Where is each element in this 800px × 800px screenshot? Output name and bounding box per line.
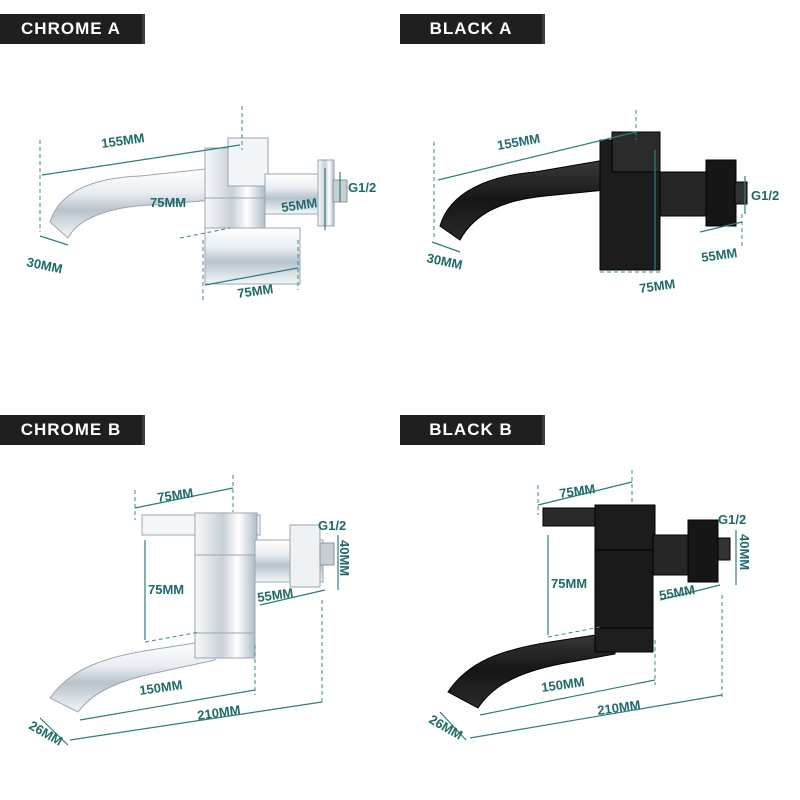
faucet-black-b bbox=[447, 504, 731, 709]
dim-tip-chrome-a: 30MM bbox=[25, 254, 63, 276]
dimensions-chrome-a: 155MM 75MM 75MM 55MM G1/2 30MM bbox=[25, 106, 376, 301]
dim-thread-chrome-a: G1/2 bbox=[348, 180, 376, 195]
dim-thread-chrome-b: G1/2 bbox=[318, 518, 346, 533]
dim-height-chrome-b: 75MM bbox=[148, 582, 184, 597]
dim-thread-black-b: G1/2 bbox=[718, 512, 746, 527]
dim-tip-black-a: 30MM bbox=[425, 250, 463, 272]
dim-total-black-b: 210MM bbox=[596, 697, 641, 718]
dim-conn-black-b: 55MM bbox=[658, 582, 696, 603]
dim-height-black-a: 75MM bbox=[638, 276, 676, 296]
dim-spout-chrome-b: 150MM bbox=[138, 677, 183, 698]
dim-tip-black-b: 26MM bbox=[427, 712, 466, 743]
dim-base-chrome-a: 75MM bbox=[236, 281, 274, 301]
dim-top-black-b: 75MM bbox=[558, 481, 596, 501]
label-chrome-a: CHROME A bbox=[0, 14, 145, 44]
faucet-chrome-a bbox=[49, 137, 348, 285]
dim-top-chrome-a: 155MM bbox=[100, 130, 145, 151]
dim-tip-chrome-b: 26MM bbox=[27, 718, 66, 749]
dim-conn-black-a: 55MM bbox=[700, 245, 738, 265]
dim-thread-black-a: G1/2 bbox=[751, 188, 779, 203]
dimensions-black-a: 155MM 75MM 55MM G1/2 30MM bbox=[425, 110, 779, 296]
dim-conn-chrome-a: 55MM bbox=[280, 195, 318, 215]
dim-spout-black-b: 150MM bbox=[540, 674, 585, 695]
dim-height-black-b: 75MM bbox=[551, 576, 587, 591]
faucet-chrome-b bbox=[49, 512, 335, 713]
dim-top-chrome-b: 75MM bbox=[156, 485, 194, 505]
dim-total-chrome-b: 210MM bbox=[196, 702, 241, 723]
dim-conn-chrome-b: 55MM bbox=[256, 585, 294, 605]
dim-side-black-b: 40MM bbox=[737, 534, 752, 570]
dim-top-black-a: 155MM bbox=[496, 131, 541, 153]
dim-height-chrome-a: 75MM bbox=[150, 195, 186, 210]
faucet-black-a bbox=[439, 131, 748, 271]
label-chrome-b: CHROME B bbox=[0, 415, 145, 445]
label-black-a: BLACK A bbox=[400, 14, 545, 44]
dimensions-chrome-b: 75MM 75MM 55MM G1/2 40MM 150MM 210MM 26M… bbox=[27, 475, 352, 749]
label-black-b: BLACK B bbox=[400, 415, 545, 445]
dim-side-chrome-b: 40MM bbox=[337, 540, 352, 576]
